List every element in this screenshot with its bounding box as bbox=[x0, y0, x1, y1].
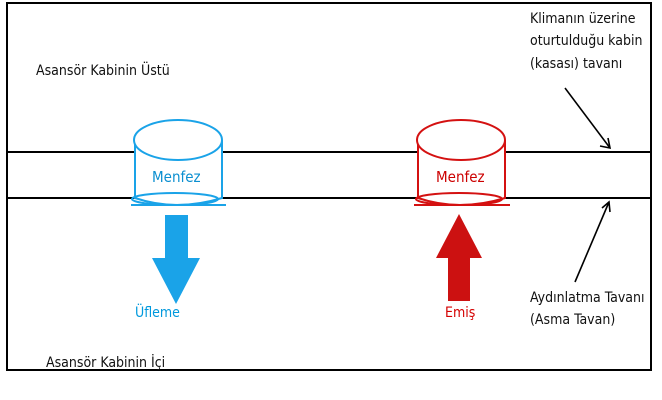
cabin-top-label: Asansör Kabinin Üstü bbox=[36, 63, 170, 79]
lighting-callout-line1: Aydınlatma Tavanı bbox=[530, 290, 645, 306]
suction-label: Emiş bbox=[445, 305, 476, 321]
ceiling-callout-line2: oturtulduğu kabin bbox=[530, 33, 643, 50]
lighting-callout-line2: (Asma Tavan) bbox=[530, 312, 616, 329]
ceiling-pointer-arrow bbox=[564, 87, 612, 150]
blow-label: Üfleme bbox=[135, 305, 180, 321]
blow-arrow-icon bbox=[152, 215, 200, 304]
blow-vent-label: Menfez bbox=[152, 168, 201, 186]
ceiling-callout-line1: Klimanın üzerine bbox=[530, 11, 636, 27]
diagram-frame bbox=[6, 2, 652, 371]
ceiling-callout-line3: (kasası) tavanı bbox=[530, 55, 623, 72]
lighting-pointer-arrow bbox=[574, 200, 611, 283]
ceiling-callout: Klimanın üzerine oturtulduğu kabin (kasa… bbox=[530, 8, 642, 75]
cabin-inside-label: Asansör Kabinin İçi bbox=[46, 355, 166, 371]
suction-arrow-icon bbox=[436, 214, 482, 301]
suction-vent bbox=[414, 119, 510, 206]
blow-vent bbox=[131, 119, 226, 206]
lighting-callout: Aydınlatma Tavanı (Asma Tavan) bbox=[530, 287, 644, 332]
suction-vent-label: Menfez bbox=[436, 168, 485, 186]
